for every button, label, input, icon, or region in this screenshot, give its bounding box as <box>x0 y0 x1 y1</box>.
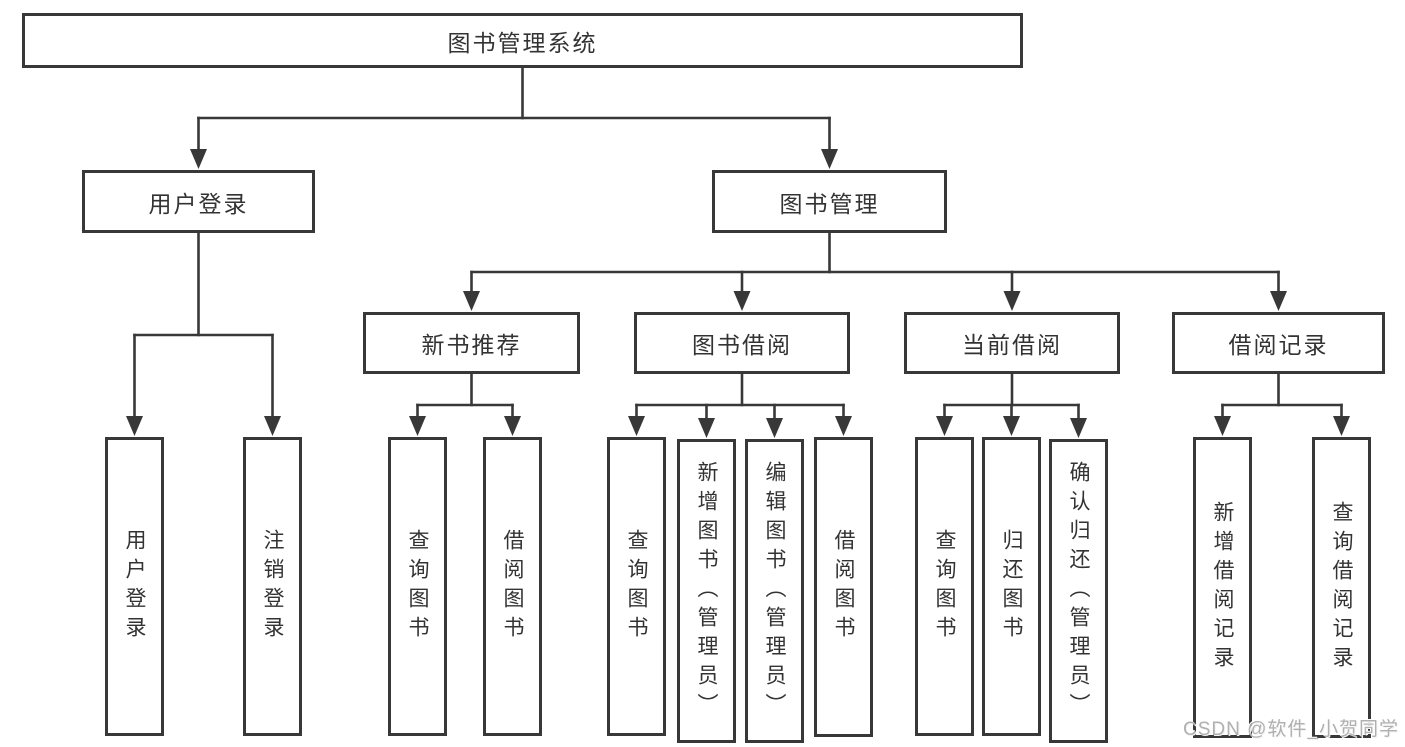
node-book-management: 图书管理 <box>712 170 947 233</box>
node-user-login: 用户登录 <box>82 170 315 233</box>
leaf-cb-query-books: 查询图书 <box>915 437 974 736</box>
leaf-bb-borrow-books: 借阅图书 <box>814 437 873 737</box>
node-current-borrow: 当前借阅 <box>904 312 1120 374</box>
leaf-logout: 注销登录 <box>243 437 302 736</box>
leaf-nb-borrow-books: 借阅图书 <box>483 437 542 736</box>
leaf-nb-query-books: 查询图书 <box>388 437 447 736</box>
leaf-cb-confirm-return-admin: 确认归还（管理员） <box>1049 439 1108 743</box>
leaf-bb-query-books: 查询图书 <box>607 437 666 736</box>
leaf-bb-add-book-admin: 新增图书（管理员） <box>677 439 736 743</box>
node-borrow-records: 借阅记录 <box>1172 312 1385 374</box>
watermark-csdn: CSDN @软件_小贺同学 <box>1183 719 1399 740</box>
leaf-user-login: 用户登录 <box>105 437 164 736</box>
leaf-cb-return-books: 归还图书 <box>982 437 1041 736</box>
leaf-br-add-record: 新增借阅记录 <box>1193 437 1252 738</box>
node-book-borrow: 图书借阅 <box>634 312 850 374</box>
node-root: 图书管理系统 <box>22 13 1023 68</box>
leaf-bb-edit-book-admin: 编辑图书（管理员） <box>745 439 804 743</box>
node-new-book-recommend: 新书推荐 <box>363 312 580 374</box>
leaf-br-query-record: 查询借阅记录 <box>1312 437 1371 738</box>
